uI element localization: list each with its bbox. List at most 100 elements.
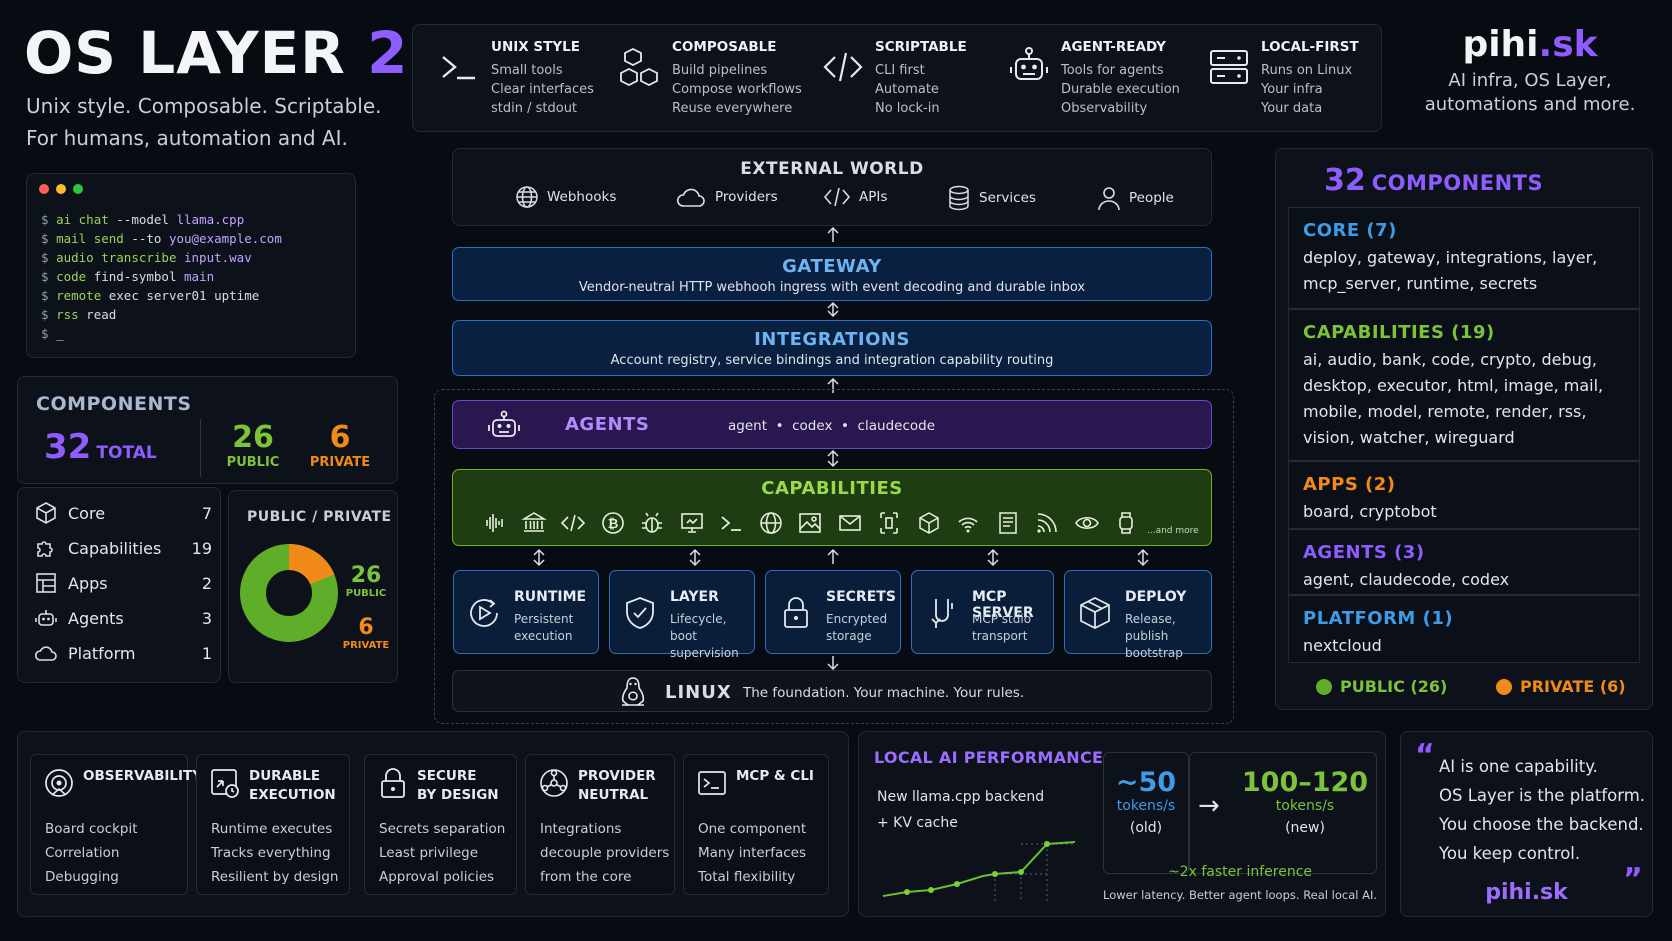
capabilities-title: CAPABILITIES	[761, 478, 903, 499]
robot-icon	[488, 410, 520, 437]
linux-box[interactable]: LINUX The foundation. Your machine. Your…	[452, 670, 1212, 712]
arrow-right-icon: →	[1198, 791, 1220, 821]
component-row-capabilities[interactable]: Capabilities 19	[34, 533, 212, 563]
feature-line: Reuse everywhere	[672, 101, 793, 116]
integrations-box[interactable]: INTEGRATIONS Account registry, service b…	[452, 320, 1212, 376]
terminal-line: $ mail send --to you@example.com	[41, 229, 282, 248]
external-item-apis: APIs	[823, 185, 887, 209]
card-line: Resilient by design	[211, 869, 339, 885]
external-item-services: Services	[947, 185, 1036, 211]
component-count: 3	[201, 608, 212, 628]
gateway-box[interactable]: GATEWAY Vendor-neutral HTTP webhooh ingr…	[452, 247, 1212, 301]
feature-line: Runs on Linux	[1261, 63, 1353, 78]
section-items: board, cryptobot	[1303, 502, 1437, 521]
model-icon	[918, 512, 939, 534]
brand-logo[interactable]: pihi.sk	[1420, 24, 1640, 65]
component-row-agents[interactable]: Agents 3	[34, 603, 212, 633]
component-row-platform[interactable]: Platform 1	[34, 638, 212, 668]
audio-icon	[486, 514, 503, 532]
external-label: Services	[979, 190, 1036, 206]
close-dot-icon[interactable]	[39, 184, 49, 194]
arrow-up	[827, 548, 839, 564]
card-title-1: PROVIDER	[578, 768, 656, 784]
rss-icon	[1037, 513, 1057, 533]
external-world-box: EXTERNAL WORLD Webhooks Providers APIs S…	[452, 148, 1212, 226]
cube-icon	[36, 502, 56, 524]
external-item-providers: Providers	[675, 185, 778, 209]
terminal-args: --to	[131, 231, 169, 246]
feature-bar: UNIX STYLE Small tools Clear interfaces …	[412, 24, 1382, 132]
old-value: ~50	[1115, 767, 1177, 798]
arrow-up	[827, 377, 839, 393]
public-private-donut	[240, 544, 338, 642]
blocks-icon	[620, 47, 658, 87]
capabilities-more: ...and more	[1147, 526, 1199, 536]
minimize-dot-icon[interactable]	[56, 184, 66, 194]
section-items: ai, audio, bank, code, crypto, debug, de…	[1303, 350, 1604, 447]
components-label: COMPONENTS	[1371, 171, 1544, 195]
svg-text:₿: ₿	[607, 517, 618, 532]
donut-public-text: PUBLIC	[345, 588, 387, 599]
arrow-up	[827, 226, 839, 242]
agents-box[interactable]: AGENTS agent • codex • claudecode	[452, 400, 1212, 449]
donut-private-number: 6	[358, 615, 374, 640]
capabilities-box[interactable]: CAPABILITIES ₿ ...and more	[452, 469, 1212, 546]
database-icon	[949, 185, 969, 211]
core-frame	[434, 389, 1234, 724]
performance-latency: Lower latency. Better agent loops. Real …	[1102, 888, 1378, 902]
public-private-panel: PUBLIC / PRIVATE 26 PUBLIC 6 PRIVATE	[228, 490, 398, 683]
component-row-apps[interactable]: Apps 2	[34, 568, 212, 598]
mobile-icon	[880, 512, 898, 534]
feature-title: AGENT-READY	[1061, 39, 1166, 55]
terminal-value: you@example.com	[168, 231, 282, 246]
sparkline-point	[992, 871, 998, 877]
brand-tagline-2: automations and more.	[1424, 94, 1636, 115]
component-name: Platform	[68, 643, 136, 663]
quote-signature[interactable]: pihi.sk	[1485, 880, 1568, 905]
brand-block: pihi.sk AI infra, OS Layer, automations …	[1420, 24, 1640, 117]
agents-list: agent • codex • claudecode	[728, 418, 935, 434]
feature-line: Observability	[1061, 101, 1148, 116]
feature-agent-ready: AGENT-READY Tools for agents Durable exe…	[1007, 39, 1180, 118]
donut-public-number: 26	[350, 563, 382, 588]
terminal-prompt: $	[41, 212, 57, 227]
arrow-updown	[987, 548, 999, 567]
core-title: RUNTIME	[514, 589, 587, 605]
external-label: APIs	[859, 189, 888, 205]
arrow-updown	[689, 548, 701, 567]
quote-line: You choose the backend.	[1439, 815, 1644, 834]
desktop-icon	[680, 513, 703, 533]
performance-faster: ~2x faster inference	[1167, 864, 1313, 880]
donut-private-slice	[240, 544, 338, 642]
maximize-dot-icon[interactable]	[73, 184, 83, 194]
component-row-core[interactable]: Core 7	[34, 498, 212, 528]
arrow-updown	[1137, 548, 1149, 567]
sparkline-point	[1044, 841, 1050, 847]
cloud-icon	[34, 646, 57, 661]
new-throughput: → 100–120 tokens/s (new)	[1189, 752, 1377, 874]
subtitle-line-1: Unix style. Composable. Scriptable.	[26, 94, 382, 118]
card-line: Least privilege	[379, 845, 479, 861]
terminal-line: $ _	[41, 324, 282, 343]
card-line: Tracks everything	[211, 845, 331, 861]
integrations-title: INTEGRATIONS	[754, 329, 910, 350]
section-title: APPS (2)	[1303, 474, 1396, 495]
performance-desc-2: + KV cache	[877, 815, 958, 831]
window-controls	[39, 184, 83, 194]
feature-composable: COMPOSABLE Build pipelines Compose workf…	[618, 39, 802, 118]
feature-scriptable: SCRIPTABLE CLI first Automate No lock-in	[821, 39, 967, 118]
terminal-args: _	[56, 326, 64, 341]
image-icon	[799, 513, 821, 533]
terminal-icon	[442, 56, 475, 80]
